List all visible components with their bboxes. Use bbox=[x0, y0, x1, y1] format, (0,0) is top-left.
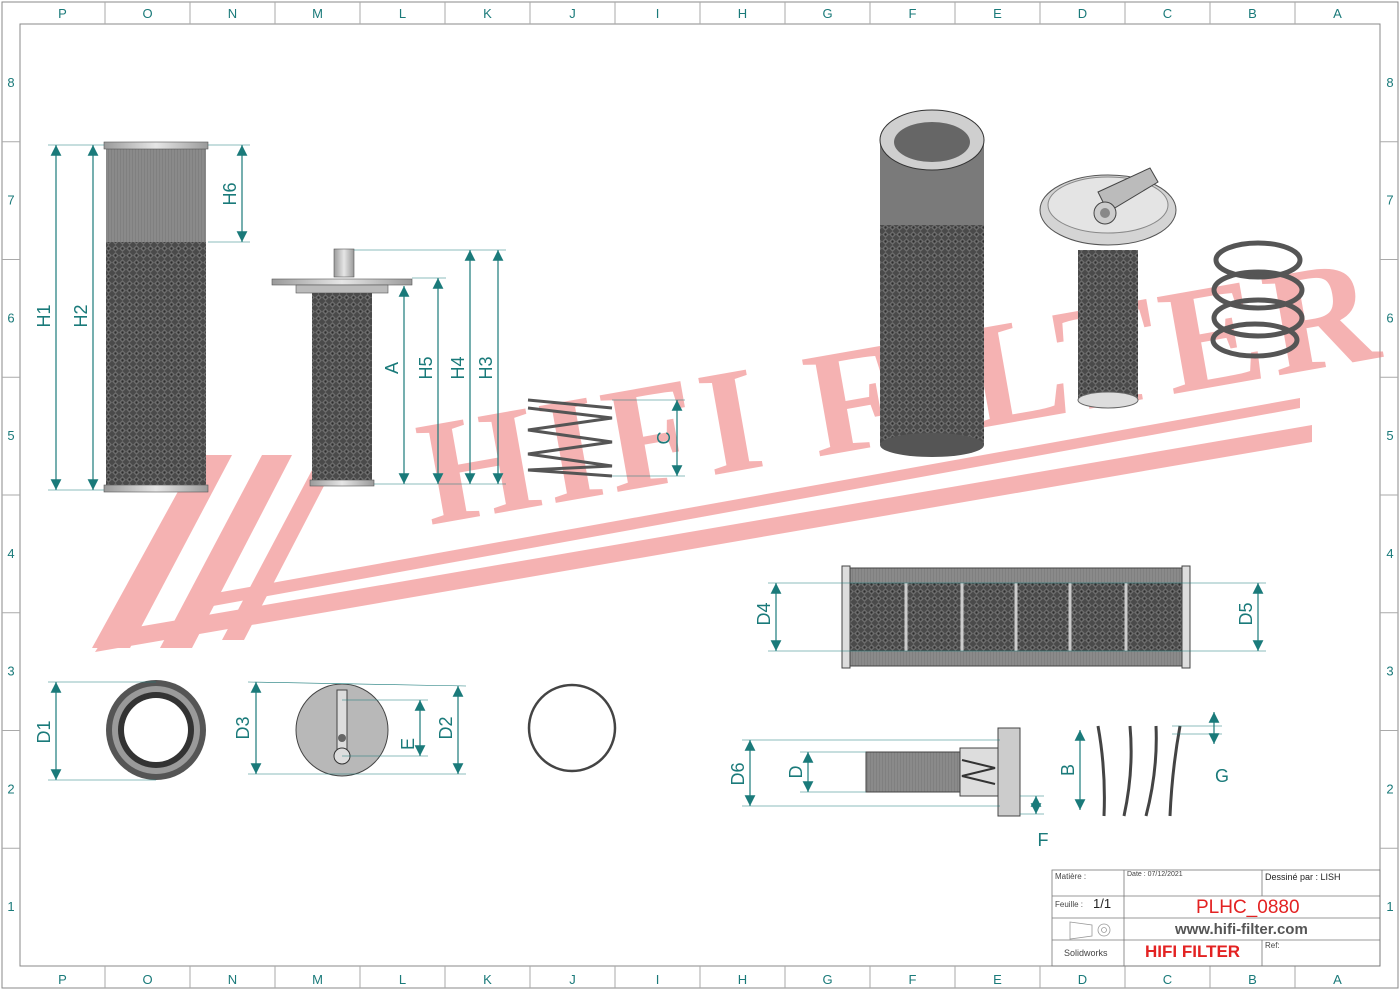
left-zone-number: 3 bbox=[7, 664, 14, 679]
dim-label-g: G bbox=[1215, 766, 1229, 786]
dim-label-d6: D6 bbox=[728, 762, 748, 785]
material-label: Matière : bbox=[1055, 872, 1087, 881]
top-zone-letter: E bbox=[993, 6, 1002, 21]
frame-labels: P P O O N N M M L L K K J J I I H H G G F F E E D D C C B B A A 8 8 7 7 6 6 5 5… bbox=[7, 6, 1393, 987]
dim-label-b: B bbox=[1058, 764, 1078, 776]
top-zone-letter: H bbox=[738, 6, 747, 21]
dim-label-d5: D5 bbox=[1236, 602, 1256, 625]
top-zone-letter: J bbox=[569, 6, 576, 21]
bottom-zone-letter: D bbox=[1078, 972, 1087, 987]
filter-element-3d bbox=[879, 109, 985, 457]
top-zone-letter: O bbox=[142, 6, 152, 21]
bottom-zone-letter: I bbox=[656, 972, 660, 987]
bottom-zone-letter: N bbox=[228, 972, 237, 987]
spring-section-view bbox=[1096, 725, 1182, 817]
filter-element-section-view bbox=[841, 565, 1191, 669]
left-zone-number: 4 bbox=[7, 546, 14, 561]
bottom-zone-letter: F bbox=[909, 972, 917, 987]
spring-side-view bbox=[527, 398, 613, 478]
right-zone-number: 1 bbox=[1386, 899, 1393, 914]
dim-label-h4: H4 bbox=[448, 356, 468, 379]
dim-label-h5: H5 bbox=[416, 356, 436, 379]
bottom-zone-letter: H bbox=[738, 972, 747, 987]
spring-top-view bbox=[527, 683, 617, 773]
left-zone-number: 6 bbox=[7, 310, 14, 325]
dim-label-h3: H3 bbox=[476, 356, 496, 379]
right-zone-number: 5 bbox=[1386, 428, 1393, 443]
right-zone-number: 8 bbox=[1386, 75, 1393, 90]
top-zone-letter: I bbox=[656, 6, 660, 21]
top-zone-letter: M bbox=[312, 6, 323, 21]
left-zone-number: 1 bbox=[7, 899, 14, 914]
right-zone-number: 7 bbox=[1386, 193, 1393, 208]
dim-label-d2: D2 bbox=[436, 716, 456, 739]
dim-label-d3: D3 bbox=[233, 716, 253, 739]
bottom-zone-letter: M bbox=[312, 972, 323, 987]
dimension-lines bbox=[48, 144, 1266, 815]
top-zone-letter: C bbox=[1163, 6, 1172, 21]
right-zone-number: 6 bbox=[1386, 310, 1393, 325]
left-zone-number: 8 bbox=[7, 75, 14, 90]
left-zone-number: 5 bbox=[7, 428, 14, 443]
top-zone-letter: D bbox=[1078, 6, 1087, 21]
filter-element-side-view bbox=[103, 141, 209, 493]
dim-label-a: A bbox=[382, 362, 402, 374]
dim-label-d1: D1 bbox=[34, 720, 54, 743]
inner-element-section-view bbox=[865, 727, 1021, 817]
inner-element-side-view bbox=[271, 248, 413, 487]
top-zone-letter: A bbox=[1333, 6, 1342, 21]
dim-label-h1: H1 bbox=[34, 304, 54, 327]
part-number: PLHC_0880 bbox=[1196, 897, 1300, 918]
ref-label: Ref: bbox=[1265, 941, 1280, 950]
bottom-zone-letter: J bbox=[569, 972, 576, 987]
bottom-zone-letter: B bbox=[1248, 972, 1257, 987]
left-zone-number: 7 bbox=[7, 193, 14, 208]
top-zone-letter: B bbox=[1248, 6, 1257, 21]
sheet-label: Feuille : bbox=[1055, 900, 1084, 909]
dim-label-h2: H2 bbox=[71, 304, 91, 327]
dim-label-f: F bbox=[1038, 830, 1049, 850]
bottom-zone-letter: A bbox=[1333, 972, 1342, 987]
inner-element-3d bbox=[1039, 167, 1177, 409]
top-zone-letter: G bbox=[822, 6, 832, 21]
spring-3d bbox=[1210, 240, 1305, 359]
inner-element-top-view bbox=[295, 683, 389, 777]
right-zone-number: 2 bbox=[1386, 781, 1393, 796]
projection-symbol-icon bbox=[1069, 921, 1111, 940]
top-zone-letter: N bbox=[228, 6, 237, 21]
right-zone-number: 4 bbox=[1386, 546, 1393, 561]
top-zone-letter: K bbox=[483, 6, 492, 21]
dimension-labels: H1 H2 H6 A H5 H4 H3 C D1 D3 E D2 D4 D5 D… bbox=[34, 182, 1256, 850]
dim-label-c: C bbox=[654, 432, 674, 445]
drawn-by-label: Dessiné par : LISH bbox=[1265, 872, 1341, 882]
filter-element-top-view bbox=[106, 680, 206, 780]
bottom-zone-letter: G bbox=[822, 972, 832, 987]
bottom-zone-letter: E bbox=[993, 972, 1002, 987]
dim-label-d: D bbox=[786, 766, 806, 779]
left-zone-number: 2 bbox=[7, 781, 14, 796]
date-label: Date : 07/12/2021 bbox=[1127, 871, 1183, 878]
dim-label-d4: D4 bbox=[754, 602, 774, 625]
title-block-frame bbox=[1051, 869, 1381, 967]
right-zone-number: 3 bbox=[1386, 664, 1393, 679]
brand-name: HIFI FILTER bbox=[1145, 942, 1241, 961]
software-label: Solidworks bbox=[1064, 948, 1108, 958]
top-zone-letter: P bbox=[58, 6, 67, 21]
sheet-value: 1/1 bbox=[1093, 896, 1112, 911]
top-zone-letter: F bbox=[909, 6, 917, 21]
bottom-zone-letter: K bbox=[483, 972, 492, 987]
bottom-zone-letter: C bbox=[1163, 972, 1172, 987]
watermark: HIFI FILTER bbox=[92, 225, 1394, 652]
bottom-zone-letter: L bbox=[399, 972, 406, 987]
website-url: www.hifi-filter.com bbox=[1175, 921, 1308, 938]
bottom-zone-letter: P bbox=[58, 972, 67, 987]
bottom-zone-letter: O bbox=[142, 972, 152, 987]
top-zone-letter: L bbox=[399, 6, 406, 21]
dim-label-h6: H6 bbox=[220, 182, 240, 205]
dim-label-e: E bbox=[398, 738, 418, 750]
